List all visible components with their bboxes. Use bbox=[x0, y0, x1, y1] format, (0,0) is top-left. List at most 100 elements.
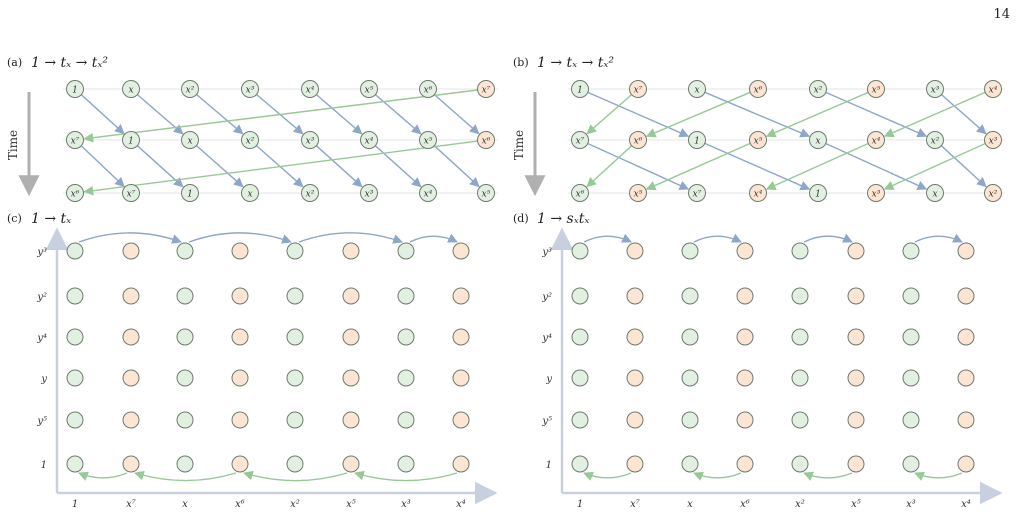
site-label: x⁵ bbox=[424, 136, 433, 146]
y-tick-label: y⁴ bbox=[541, 333, 552, 344]
wrap-arrow bbox=[83, 89, 478, 143]
y-tick-label: y³ bbox=[36, 247, 47, 258]
hop-arc bbox=[583, 233, 632, 243]
panel-formula: 1 → tₓ → tₓ² bbox=[537, 55, 614, 71]
lattice-node bbox=[286, 328, 304, 346]
lattice-node bbox=[66, 328, 84, 346]
site-label: x³ bbox=[931, 85, 940, 95]
site-node bbox=[571, 184, 589, 202]
lattice-node bbox=[847, 328, 865, 346]
hop-arc bbox=[243, 470, 348, 482]
site-label: x bbox=[187, 136, 192, 146]
wrap-arrow bbox=[586, 94, 633, 135]
shift-arrow bbox=[80, 145, 125, 188]
hop-arc bbox=[693, 471, 742, 481]
hop-arc bbox=[78, 471, 128, 481]
lattice-node bbox=[571, 242, 589, 260]
site-label: x bbox=[932, 189, 937, 199]
site-node bbox=[419, 80, 437, 98]
lattice-node bbox=[66, 455, 84, 473]
x-tick-label: x bbox=[687, 499, 693, 510]
lattice-node bbox=[571, 328, 589, 346]
lattice-node bbox=[571, 369, 589, 387]
site-label: x bbox=[128, 85, 133, 95]
x-tick-label: x² bbox=[290, 499, 300, 510]
site-node bbox=[477, 131, 495, 149]
site-node bbox=[688, 80, 706, 98]
shift-arrow bbox=[196, 93, 244, 135]
lattice-node bbox=[342, 242, 360, 260]
site-label: x⁷ bbox=[634, 85, 643, 95]
lattice-node bbox=[681, 369, 699, 387]
shift-arrow bbox=[940, 94, 987, 135]
x-tick-label: x⁶ bbox=[740, 499, 750, 510]
lattice-node bbox=[957, 455, 975, 473]
wrap-arrow bbox=[883, 91, 986, 138]
hop-arc bbox=[298, 232, 403, 244]
hop-arc bbox=[78, 232, 182, 244]
site-label: x⁷ bbox=[576, 136, 585, 146]
lattice-node bbox=[681, 242, 699, 260]
hop-arc bbox=[803, 233, 853, 243]
hop-arc bbox=[188, 232, 292, 244]
x-tick-label: x⁶ bbox=[235, 499, 245, 510]
lattice-node bbox=[736, 369, 754, 387]
lattice-node bbox=[231, 411, 249, 429]
wrap-arrow bbox=[883, 142, 986, 190]
site-node bbox=[867, 184, 885, 202]
site-node bbox=[122, 80, 140, 98]
site-node bbox=[571, 131, 589, 149]
lattice-node bbox=[286, 287, 304, 305]
hop-arc bbox=[693, 233, 742, 243]
site-label: x² bbox=[246, 136, 255, 146]
lattice-node bbox=[342, 369, 360, 387]
hop-arc bbox=[914, 471, 963, 481]
panel-formula: 1 → sₓtₓ bbox=[537, 211, 589, 227]
lattice-node bbox=[342, 455, 360, 473]
site-label: x⁵ bbox=[365, 85, 374, 95]
lattice-node bbox=[626, 287, 644, 305]
y-tick-label: y bbox=[545, 374, 552, 385]
site-node bbox=[360, 131, 378, 149]
site-node bbox=[241, 131, 259, 149]
site-node bbox=[984, 80, 1002, 98]
site-node bbox=[867, 131, 885, 149]
y-tick-label: y² bbox=[541, 292, 552, 303]
page-number: 14 bbox=[993, 7, 1010, 22]
lattice-node bbox=[452, 455, 470, 473]
lattice-node bbox=[452, 328, 470, 346]
lattice-node bbox=[342, 287, 360, 305]
y-tick-label: y⁵ bbox=[541, 416, 552, 427]
wrap-arrow bbox=[645, 142, 751, 191]
panel-formula: 1 → tₓ → tₓ² bbox=[31, 55, 108, 71]
site-node bbox=[749, 131, 767, 149]
lattice-node bbox=[681, 328, 699, 346]
shift-arrow bbox=[315, 94, 363, 135]
lattice-node bbox=[736, 411, 754, 429]
lattice-node bbox=[957, 242, 975, 260]
lattice-node bbox=[397, 411, 415, 429]
lattice-node bbox=[957, 328, 975, 346]
panel-letter: (d) bbox=[513, 212, 529, 225]
site-label: x⁷ bbox=[693, 189, 702, 199]
lattice-node bbox=[571, 287, 589, 305]
site-label: x³ bbox=[306, 136, 315, 146]
lattice-node bbox=[571, 411, 589, 429]
lattice-node bbox=[902, 455, 920, 473]
lattice-node bbox=[231, 328, 249, 346]
site-label: 1 bbox=[128, 136, 134, 146]
site-node bbox=[477, 184, 495, 202]
site-node bbox=[984, 131, 1002, 149]
site-node bbox=[66, 184, 84, 202]
shift-arrow bbox=[940, 145, 987, 188]
lattice-node bbox=[176, 328, 194, 346]
x-tick-label: x³ bbox=[401, 499, 411, 510]
lattice-node bbox=[452, 369, 470, 387]
lattice-node bbox=[847, 455, 865, 473]
shift-arrow bbox=[587, 91, 690, 138]
x-tick-label: x⁷ bbox=[630, 499, 640, 510]
lattice-node bbox=[176, 411, 194, 429]
